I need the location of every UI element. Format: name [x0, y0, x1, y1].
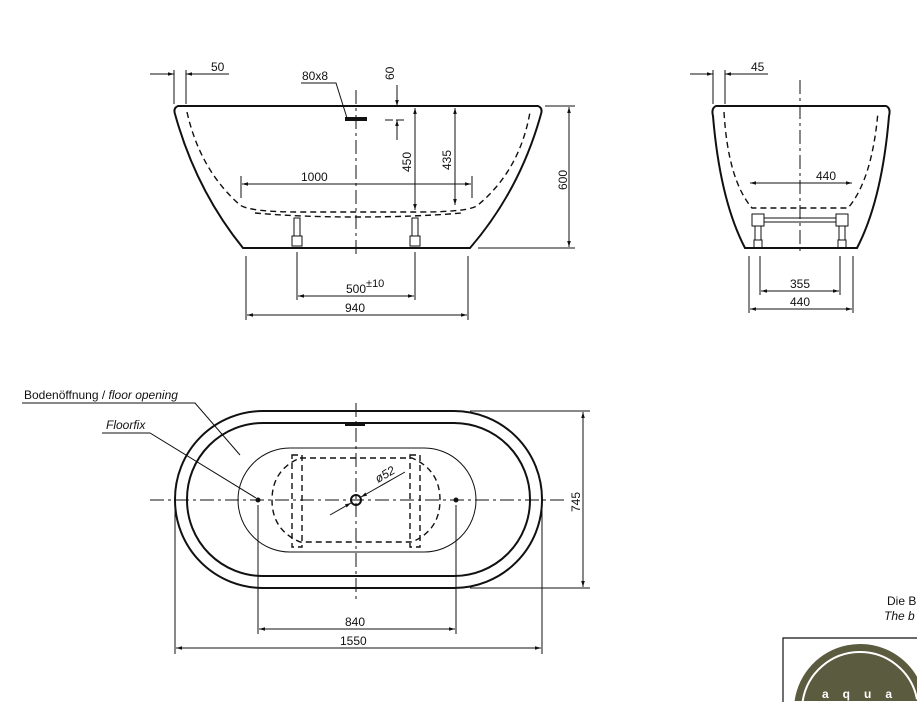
dim-drain: ø52: [373, 463, 398, 486]
dim-feet-side: 355: [790, 277, 810, 291]
dim-rim-front: 50: [211, 60, 225, 74]
floor-opening-label: Bodenöffnung / floor opening: [24, 388, 178, 402]
tub-inner-dashed-front: [186, 111, 531, 213]
floorfix-point-right: [453, 497, 459, 503]
floorfix-point-left: [255, 497, 261, 503]
dim-width-top: 745: [569, 492, 583, 512]
note-en: The b: [884, 609, 915, 623]
dim-depth-450: 450: [400, 152, 414, 172]
overflow-label: 80x8: [302, 69, 328, 83]
brand-logo: aqua: [782, 637, 917, 702]
foot-left: [291, 217, 303, 247]
dim-base-side: 440: [790, 295, 810, 309]
dim-floorfix: 840: [345, 615, 365, 629]
dim-inner-length: 1000: [301, 170, 328, 184]
dim-overflow: 60: [383, 66, 397, 80]
tub-outline-front: [173, 105, 543, 249]
foot-right: [409, 217, 421, 247]
dim-height-front: 600: [556, 170, 570, 190]
front-view: 50 80x8 60 450 435 600 1000 500±10 940: [150, 60, 575, 320]
dim-inner-width: 440: [816, 169, 836, 183]
floorfix-label: Floorfix: [106, 418, 146, 432]
dim-rim-side: 45: [751, 60, 765, 74]
overflow: [345, 117, 367, 121]
drain: [350, 494, 362, 506]
dim-feet-front: 500±10: [346, 278, 384, 296]
tub-outline-side: [711, 105, 891, 249]
dim-base-front: 940: [345, 301, 365, 315]
note-de: Die B: [887, 594, 916, 608]
dim-depth-435: 435: [440, 150, 454, 170]
top-view: ø52 Bodenöffnung / floor opening Floorfi…: [22, 388, 590, 654]
dim-length-top: 1550: [340, 634, 367, 648]
side-view: 45 440 355 440: [690, 60, 891, 313]
